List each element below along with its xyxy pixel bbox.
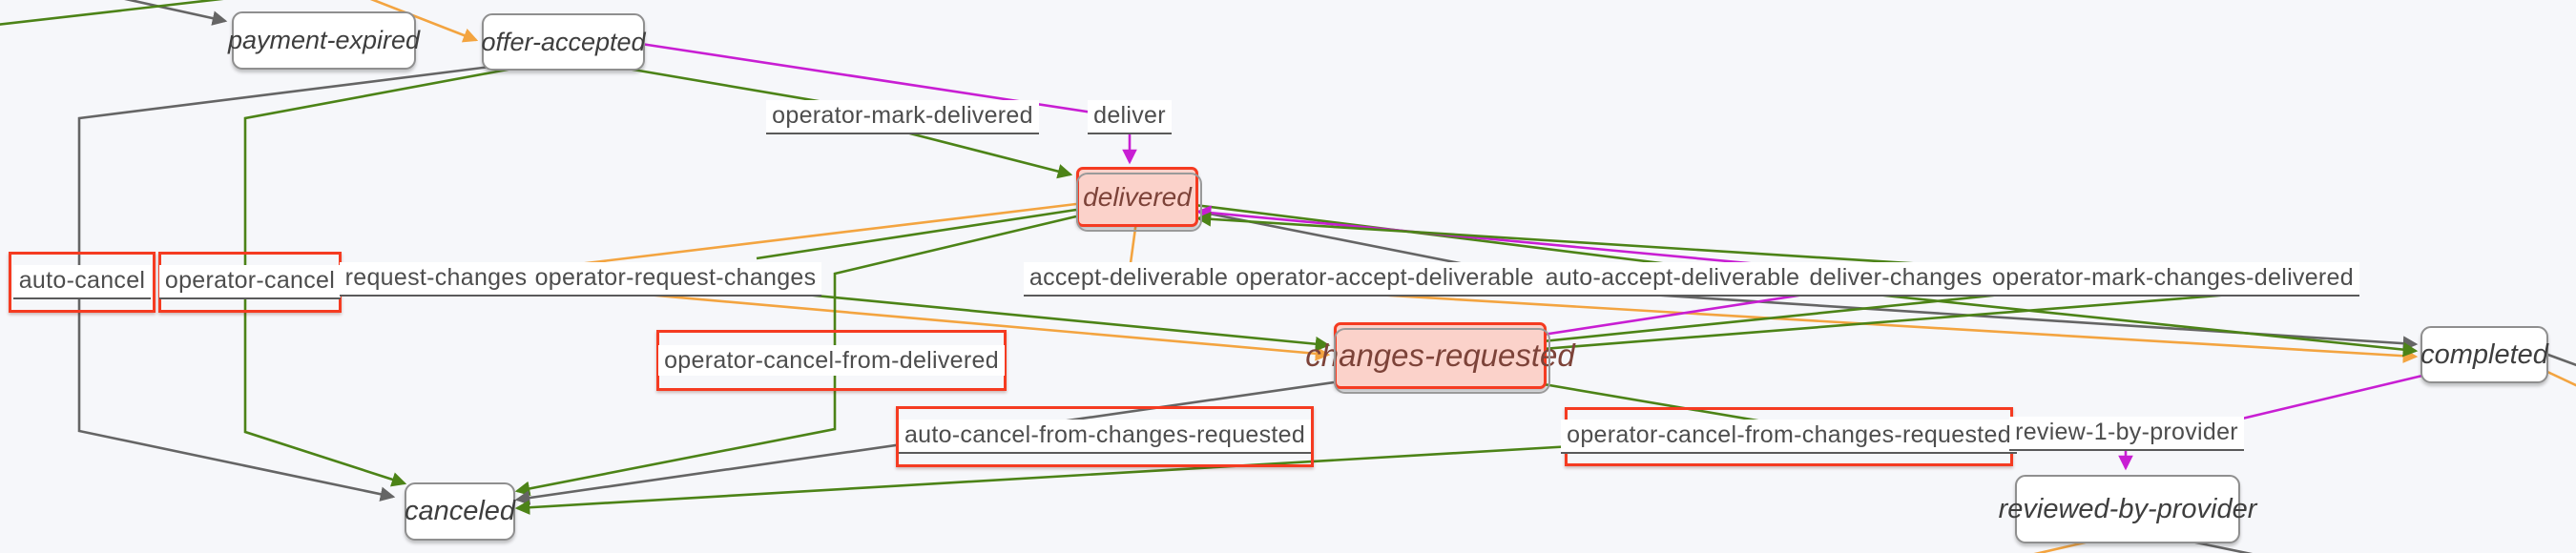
transition-label-accept-deliverable[interactable]: accept-deliverable — [1023, 262, 1235, 297]
edge-crossing-top-left — [0, 0, 224, 26]
transition-label-text: auto-cancel-from-changes-requested — [898, 420, 1312, 454]
transition-label-operator-request-changes[interactable]: operator-request-changes — [529, 262, 822, 297]
node-label: payment-expired — [227, 26, 421, 54]
node-label: canceled — [404, 496, 516, 526]
transition-label-review-1-by-provider[interactable]: review-1-by-provider — [2009, 417, 2244, 451]
edge-operator-request-changes-line-1 — [756, 208, 1077, 260]
edge-review-1-by-provider-line-1 — [2237, 374, 2423, 421]
transition-label-request-changes[interactable]: request-changes — [339, 262, 533, 297]
node-reviewed-by-provider[interactable]: reviewed-by-provider — [1999, 475, 2256, 543]
edge-operator-cancel-from-changes-line-2 — [514, 444, 1573, 516]
transition-label-operator-mark-changes-delivered[interactable]: operator-mark-changes-delivered — [1986, 262, 2359, 297]
node-label: delivered — [1083, 181, 1192, 212]
transition-label-text: operator-accept-deliverable — [1230, 262, 1540, 297]
transition-label-operator-mark-delivered[interactable]: operator-mark-delivered — [766, 100, 1039, 134]
transition-label-text: accept-deliverable — [1023, 262, 1235, 297]
transition-label-text: operator-mark-delivered — [766, 100, 1039, 134]
transition-label-auto-accept-deliverable[interactable]: auto-accept-deliverable — [1539, 262, 1806, 297]
edge-completed-out-orange — [2545, 369, 2576, 387]
node-payment-expired[interactable]: payment-expired — [228, 11, 420, 70]
node-label: reviewed-by-provider — [1998, 493, 2257, 524]
edge-completed-out-gray — [2545, 352, 2576, 367]
transition-label-operator-cancel[interactable]: operator-cancel — [158, 252, 342, 313]
transition-label-operator-accept-deliverable[interactable]: operator-accept-deliverable — [1230, 262, 1540, 297]
transition-label-deliver[interactable]: deliver — [1088, 100, 1172, 134]
edge-mark-changes-delivered-line-3 — [1542, 284, 2340, 351]
node-changes-requested[interactable]: changes-requested — [1305, 322, 1575, 394]
transition-label-text: deliver-changes — [1803, 262, 1988, 297]
edge-accept-deliverable-line-1 — [1129, 220, 1138, 264]
node-label: completed — [2420, 338, 2548, 370]
edge-operator-request-changes-line-2 — [745, 287, 1331, 352]
transition-label-deliver-changes[interactable]: deliver-changes — [1803, 262, 1988, 297]
transition-label-text: operator-cancel-from-delivered — [658, 345, 1005, 376]
node-canceled[interactable]: canceled — [405, 482, 515, 541]
transition-label-text: operator-mark-changes-delivered — [1986, 262, 2359, 297]
edge-operator-accept-deliverable-line-1 — [1194, 209, 1475, 268]
transition-label-text: review-1-by-provider — [2009, 417, 2244, 451]
transition-label-auto-cancel-from-changes-requested[interactable]: auto-cancel-from-changes-requested — [896, 406, 1314, 467]
edge-into-payment-expired — [124, 0, 228, 26]
transition-label-text: request-changes — [339, 262, 533, 297]
node-label: offer-accepted — [481, 27, 646, 56]
transition-label-text: deliver — [1088, 100, 1172, 134]
transition-label-auto-cancel[interactable]: auto-cancel — [9, 252, 156, 313]
transition-label-operator-cancel-from-delivered: operator-cancel-from-delivered — [656, 330, 1007, 391]
edge-auto-accept-deliverable-line-1 — [1194, 203, 1685, 268]
edge-auto-accept-deliverable-line-2 — [1812, 286, 2419, 358]
transition-label-text: operator-request-changes — [529, 262, 822, 297]
transition-label-text: operator-cancel-from-changes-requested — [1561, 420, 2017, 454]
edge-request-changes-line-1 — [522, 202, 1077, 273]
transition-label-operator-cancel-from-changes-requested[interactable]: operator-cancel-from-changes-requested — [1561, 407, 2017, 466]
transition-label-text: auto-accept-deliverable — [1539, 262, 1806, 297]
transition-label-text: auto-cancel — [12, 265, 152, 299]
node-label: changes-requested — [1305, 338, 1575, 373]
node-delivered[interactable]: delivered — [1076, 167, 1202, 232]
edge-into-offer-accepted — [369, 0, 479, 43]
transition-label-text: operator-cancel — [158, 265, 342, 299]
edge-operator-mark-delivered-line-2 — [905, 131, 1073, 179]
node-offer-accepted[interactable]: offer-accepted — [481, 13, 646, 71]
node-completed[interactable]: completed — [2420, 326, 2548, 383]
